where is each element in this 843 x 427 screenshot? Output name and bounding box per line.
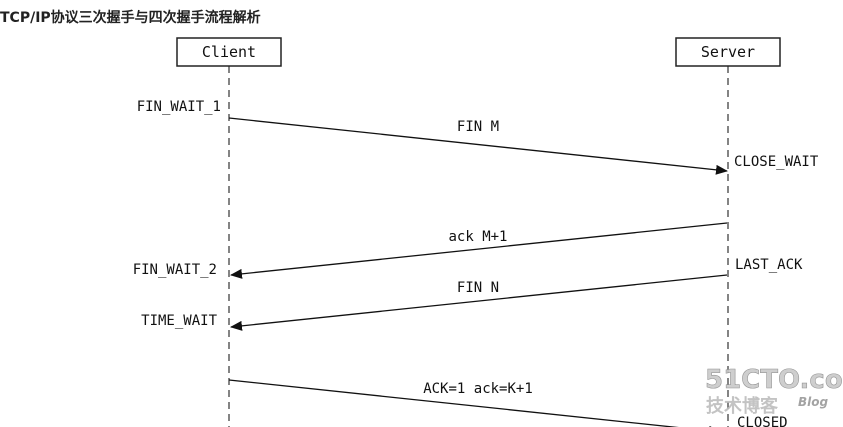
message-fin-n: FIN N — [457, 280, 499, 296]
watermark-site: 51CTO.com — [705, 365, 843, 395]
client-node: Client — [176, 37, 282, 67]
watermark-blog: Blog — [798, 395, 829, 409]
watermark-logo: 51CTO.com 技术博客 Blog — [705, 365, 843, 417]
state-last-ack: LAST_ACK — [735, 257, 803, 273]
state-fin-wait-2: FIN_WAIT_2 — [133, 262, 217, 278]
arrow-fin-n — [230, 274, 728, 331]
page-title: TCP/IP协议三次握手与四次握手流程解析 — [0, 10, 261, 26]
arrow-fin-m — [228, 117, 728, 175]
message-fin-m: FIN M — [457, 119, 499, 135]
message-ack-m1: ack M+1 — [448, 229, 507, 245]
state-close-wait: CLOSE_WAIT — [734, 154, 819, 170]
state-fin-wait-1: FIN_WAIT_1 — [137, 99, 221, 115]
arrow-ack-k1 — [228, 379, 721, 427]
server-label: Server — [701, 43, 755, 61]
server-node: Server — [675, 37, 781, 67]
arrow-ack-m1 — [230, 222, 728, 279]
state-closed: CLOSED — [737, 415, 788, 427]
state-time-wait: TIME_WAIT — [141, 313, 217, 329]
watermark-label: 技术博客 — [706, 395, 779, 417]
client-label: Client — [202, 43, 256, 61]
message-ack-k1: ACK=1 ack=K+1 — [423, 381, 533, 397]
